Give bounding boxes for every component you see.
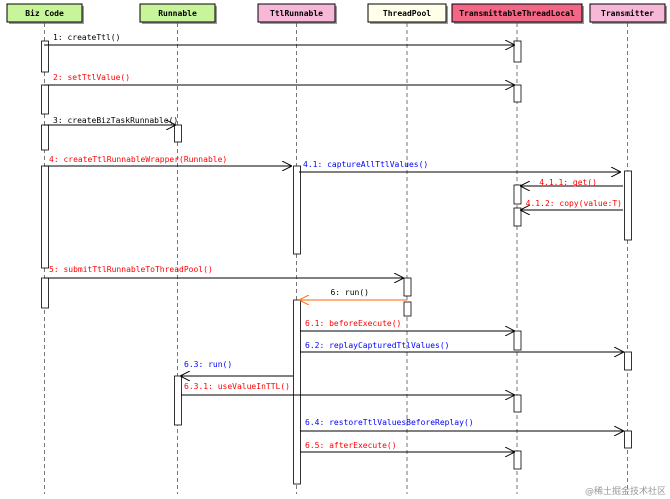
activation-bar xyxy=(624,170,632,241)
activation-bar xyxy=(513,207,522,227)
message-label: 6.1: beforeExecute() xyxy=(305,319,401,328)
participant-label: ThreadPool xyxy=(383,9,431,18)
participant-label: TransmittableThreadLocal xyxy=(459,8,575,18)
participant-biz-code xyxy=(6,3,83,23)
activation-bar xyxy=(513,394,522,413)
message-label: 2: setTtlValue() xyxy=(53,73,130,82)
activation-bar xyxy=(41,124,49,151)
activation-bar xyxy=(174,375,182,426)
activation-bar xyxy=(403,301,412,317)
activation-bar xyxy=(513,330,522,351)
activation-bar xyxy=(293,299,301,485)
activation-bar xyxy=(41,277,49,309)
message-label: 6.2: replayCapturedTtlValues() xyxy=(305,341,450,350)
message-label: 6.4: restoreTtlValuesBeforeReplay() xyxy=(305,418,474,427)
message-label: 4: createTtlRunnableWrapper(Runnable) xyxy=(49,155,227,164)
participant-transmittable-thread-local xyxy=(451,3,583,23)
message-label: 4.1.2: copy(value:T) xyxy=(526,199,622,208)
participant-label: Runnable xyxy=(158,9,197,18)
activation-bar xyxy=(293,165,301,255)
activation-bar xyxy=(624,351,632,371)
message-label: 5: submitTtlRunnableToThreadPool() xyxy=(49,265,213,274)
activation-bar xyxy=(41,40,49,73)
message-label: 4.1: captureAllTtlValues() xyxy=(303,160,428,169)
participant-label: TtlRunnable xyxy=(270,9,323,18)
activation-bar xyxy=(41,165,49,269)
message-label: 6.3: run() xyxy=(184,360,232,369)
activation-bar xyxy=(624,430,632,449)
activation-bar xyxy=(403,277,412,297)
message-label: 3: createBizTaskRunnable() xyxy=(53,116,178,125)
participant-label: Transmitter xyxy=(601,8,654,18)
message-label: 1: createTtl() xyxy=(53,33,120,42)
message-label: 6.5: afterExecute() xyxy=(305,441,397,450)
message-label: 6: run() xyxy=(330,288,369,297)
participant-ttl-runnable xyxy=(257,3,336,23)
activation-bar xyxy=(41,84,49,115)
participant-runnable xyxy=(139,3,216,23)
message-label: 4.1.1: get() xyxy=(539,178,597,187)
activation-bar xyxy=(513,184,522,205)
activation-bar xyxy=(513,84,522,103)
participant-label: Biz Code xyxy=(25,8,64,18)
participant-thread-pool xyxy=(367,3,447,23)
activation-bar xyxy=(513,40,522,63)
message-label: 6.3.1: useValueInTTL() xyxy=(184,382,290,391)
activation-bar xyxy=(513,450,522,470)
watermark: @稀土掘金技术社区 xyxy=(585,485,666,497)
participant-transmitter xyxy=(589,3,666,23)
activation-bar xyxy=(174,124,182,143)
